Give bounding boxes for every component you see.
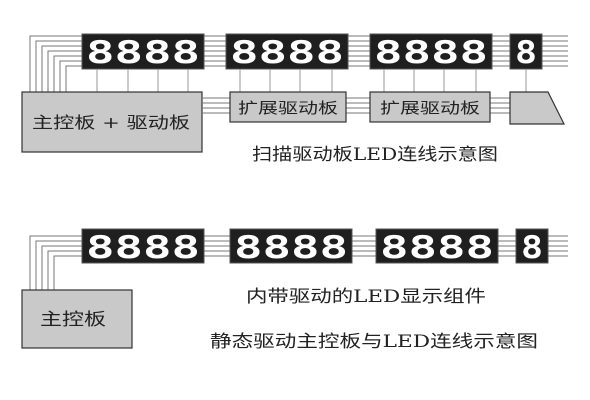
- led-display-4digit: [369, 33, 493, 70]
- bottom-section: 8888 8888 8888 8 主控板 内带驱动的LED显示组件 静态驱动主控…: [21, 228, 568, 352]
- top-bus-lines: [29, 35, 568, 92]
- truncated-expansion-board: [509, 91, 565, 125]
- led-display-4digit: [375, 228, 499, 264]
- digits-text: 8888: [380, 230, 494, 266]
- led-display-4digit: [81, 33, 205, 70]
- bottom-display-group-1: 8888: [81, 228, 205, 266]
- main-control-board: [21, 289, 133, 349]
- bottom-caption: 静态驱动主控板与LED连线示意图: [210, 332, 538, 352]
- bottom-display-group-3: 8888: [375, 228, 499, 266]
- main-control-board-label: 主控板: [40, 310, 106, 330]
- digits-text: 8888: [234, 230, 348, 266]
- top-main-board: 主控板 + 驱动板: [21, 91, 203, 153]
- bottom-display-group-4: 8: [515, 228, 549, 266]
- top-display-group-2: 8888: [225, 33, 349, 71]
- expansion-board-label: 扩展驱动板: [380, 99, 480, 117]
- led-display-4digit: [225, 33, 349, 70]
- led-display-1digit: [515, 228, 549, 264]
- top-display-group-1: 8888: [81, 33, 205, 71]
- top-board-connectors: [202, 97, 510, 114]
- digits-text: 8: [515, 35, 537, 71]
- top-drop-lines: [96, 69, 527, 92]
- digits-text: 8: [521, 230, 543, 266]
- top-expansion-board-2: 扩展驱动板: [369, 91, 491, 123]
- main-driver-board: [21, 91, 203, 153]
- expansion-driver-board: [369, 91, 491, 123]
- led-display-4digit: [81, 228, 205, 264]
- main-driver-board-label: 主控板 + 驱动板: [32, 113, 190, 132]
- module-label: 内带驱动的LED显示组件: [246, 287, 486, 307]
- digits-text: 8888: [230, 35, 344, 71]
- top-section: 8888 8888 8888 8: [21, 33, 568, 165]
- led-display-4digit: [229, 228, 353, 264]
- digits-text: 8888: [86, 35, 200, 71]
- digits-text: 8888: [374, 35, 488, 71]
- bottom-display-group-2: 8888: [229, 228, 353, 266]
- top-display-group-4: 8: [509, 33, 543, 71]
- expansion-driver-board: [229, 91, 347, 123]
- top-display-group-3: 8888: [369, 33, 493, 71]
- top-expansion-board-1: 扩展驱动板: [229, 91, 347, 123]
- expansion-board-label: 扩展驱动板: [238, 99, 338, 117]
- top-caption: 扫描驱动板LED连线示意图: [252, 145, 498, 165]
- digits-text: 8888: [86, 230, 200, 266]
- bottom-main-board: 主控板: [21, 289, 133, 349]
